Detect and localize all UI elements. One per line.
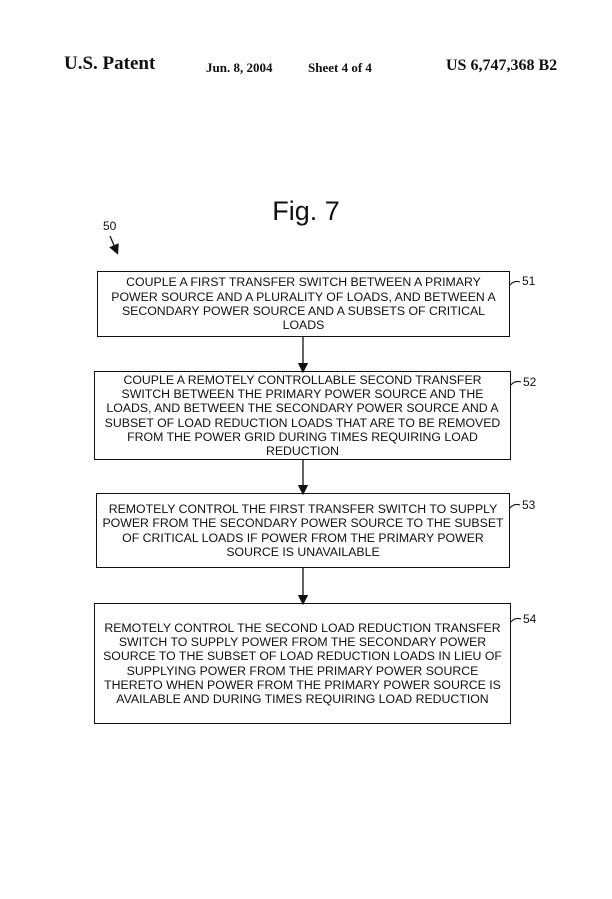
step-53-box: REMOTELY CONTROL THE FIRST TRANSFER SWIT… [96, 493, 510, 568]
patent-number: US 6,747,368 B2 [446, 57, 558, 74]
leader-line-51 [509, 280, 521, 286]
step-53-ref: 53 [522, 498, 536, 512]
leader-line-54 [510, 617, 522, 623]
leader-line-52 [510, 380, 522, 386]
step-52-box: COUPLE A REMOTELY CONTROLLABLE SECOND TR… [94, 371, 511, 460]
step-51-ref: 51 [522, 274, 536, 288]
process-reference-number: 50 [103, 219, 117, 233]
patent-date: Jun. 8, 2004 [206, 60, 273, 75]
sheet-number: Sheet 4 of 4 [308, 60, 372, 75]
step-54-ref: 54 [523, 612, 537, 626]
step-54-box: REMOTELY CONTROL THE SECOND LOAD REDUCTI… [94, 603, 511, 724]
process-number-arrow [109, 235, 119, 255]
patent-label: U.S. Patent [64, 53, 156, 74]
step-52-ref: 52 [523, 375, 537, 389]
figure-title: Fig. 7 [272, 196, 340, 226]
leader-line-53 [509, 503, 521, 509]
step-51-box: COUPLE A FIRST TRANSFER SWITCH BETWEEN A… [97, 271, 510, 337]
